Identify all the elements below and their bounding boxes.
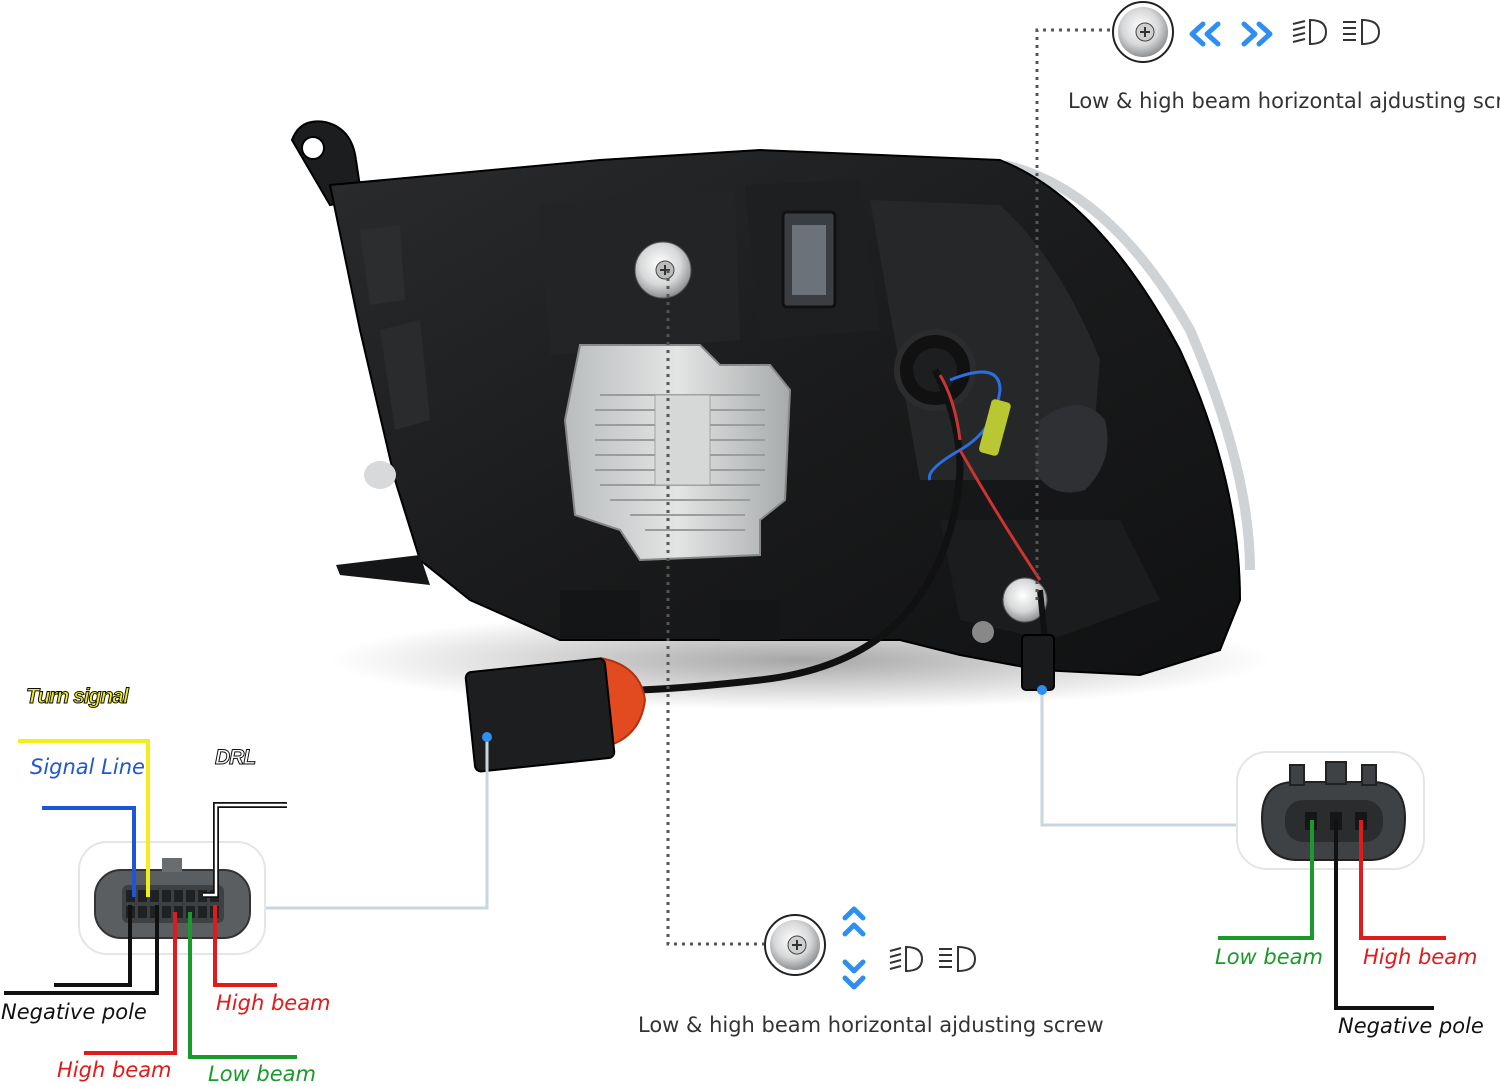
signal-line-label: Signal Line [30, 755, 145, 779]
wire-green-low [188, 912, 297, 1059]
top-icon-row [1112, 1, 1381, 63]
high-beam-icon [939, 945, 977, 973]
leader-lines [266, 690, 1238, 910]
wire-yellow [18, 739, 150, 897]
dotted-lines [666, 28, 1112, 946]
right-low-beam-label: Low beam [1215, 945, 1323, 969]
right-negative-pole-label: Negative pole [1338, 1014, 1484, 1038]
bottom-screw-label: Low & high beam horizontal ajdusting scr… [638, 1013, 1104, 1037]
screw-icon [1112, 1, 1174, 63]
left-low-beam-label: Low beam [208, 1062, 316, 1086]
left-high-beam-right-label: High beam [216, 991, 331, 1015]
right-connector-inset [1218, 751, 1446, 1010]
low-beam-icon [889, 945, 924, 973]
wire-red-high [1359, 820, 1446, 940]
chevrons-right-icon [1241, 21, 1273, 47]
leader-dot-small-connector [1037, 685, 1047, 695]
wire-black-negative-2 [4, 905, 159, 995]
chevrons-down-icon [842, 959, 866, 990]
top-screw-label: Low & high beam horizontal ajdusting scr… [1068, 89, 1500, 113]
wire-red-high-2 [213, 905, 277, 987]
turn-signal-label: Turn signal [26, 685, 130, 708]
bottom-icon-row [764, 906, 977, 990]
left-negative-pole-label: Negative pole [1, 1000, 147, 1024]
high-beam-icon [1343, 18, 1381, 46]
chevrons-left-icon [1189, 21, 1221, 47]
wire-white [203, 803, 287, 897]
left-connector-inset [4, 739, 297, 1059]
right-high-beam-label: High beam [1363, 945, 1478, 969]
low-beam-icon [1292, 18, 1328, 46]
chevrons-up-icon [842, 906, 866, 937]
leader-dot-main-connector [482, 732, 492, 742]
drl-label: DRL [214, 746, 256, 769]
wire-green-low [1218, 820, 1314, 940]
wire-blue [42, 806, 136, 897]
screw-icon [764, 914, 826, 976]
wire-red-high-1 [84, 912, 177, 1055]
left-high-beam-bottom-label: High beam [57, 1058, 172, 1082]
wire-black-negative-1 [54, 905, 132, 987]
headlight-housing [290, 120, 1255, 773]
wire-black-negative [1334, 820, 1434, 1010]
